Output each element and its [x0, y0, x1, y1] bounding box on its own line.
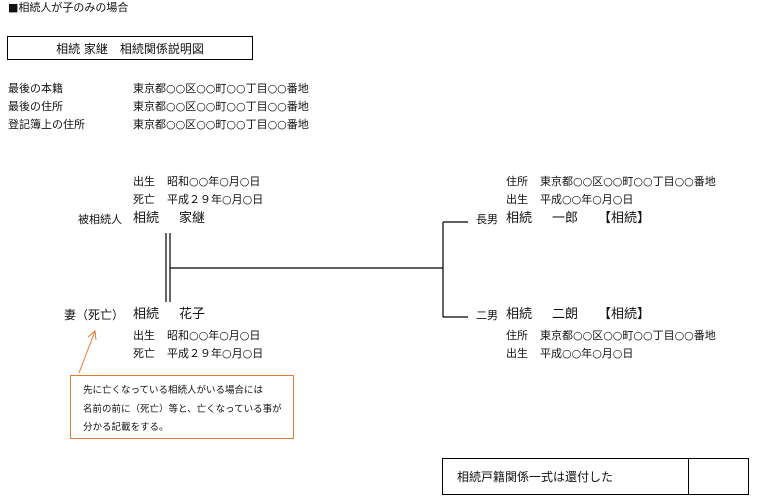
child2-relation: 二男	[476, 309, 498, 322]
return-stamp-box: 相続戸籍関係一式は還付した	[442, 458, 749, 495]
info-value-address: 東京都○○区○○町○○丁目○○番地	[133, 100, 309, 113]
child2-name: 相続二朗【相続】	[506, 307, 651, 322]
header-text: ■相続人が子のみの場合	[8, 1, 129, 14]
child1-address: 住所東京都○○区○○町○○丁目○○番地	[506, 175, 716, 188]
info-label-honseki: 最後の本籍	[8, 82, 63, 95]
note-arrow-shaft	[78, 330, 96, 374]
info-label-address: 最後の住所	[8, 100, 63, 113]
child2-address: 住所東京都○○区○○町○○丁目○○番地	[506, 329, 716, 342]
info-value-registry-address: 東京都○○区○○町○○丁目○○番地	[133, 118, 309, 131]
note-arrow-head	[87, 330, 97, 341]
spouse-birth: 出生昭和○○年○月○日	[133, 329, 261, 342]
child1-relation: 長男	[476, 213, 498, 226]
diagram-title: 相続 家継 相続関係説明図	[7, 36, 253, 60]
decedent-death: 死亡平成２９年○月○日	[133, 193, 264, 206]
decedent-birth: 出生昭和○○年○月○日	[133, 175, 261, 188]
decedent-role: 被相続人	[78, 213, 122, 226]
spouse-name: 相続花子	[133, 307, 206, 322]
note-line: 先に亡くなっている相続人がいる場合には	[83, 385, 264, 396]
note-line: 分かる記載をする。	[83, 422, 169, 433]
decedent-name: 相続家継	[133, 211, 206, 226]
info-value-honseki: 東京都○○区○○町○○丁目○○番地	[133, 82, 309, 95]
note-callout: 先に亡くなっている相続人がいる場合には 名前の前に（死亡）等と、亡くなっている事…	[70, 375, 294, 439]
spouse-role: 妻（死亡）	[64, 308, 125, 322]
info-label-registry-address: 登記簿上の住所	[8, 118, 85, 131]
child1-name: 相続一郎【相続】	[506, 211, 651, 226]
child2-birth: 出生平成○○年○月○日	[506, 347, 634, 360]
child1-birth: 出生平成○○年○月○日	[506, 193, 634, 206]
seal-area	[689, 459, 748, 494]
return-stamp-text: 相続戸籍関係一式は還付した	[443, 459, 689, 494]
spouse-death: 死亡平成２９年○月○日	[133, 347, 264, 360]
note-line: 名前の前に（死亡）等と、亡くなっている事が	[83, 403, 282, 415]
